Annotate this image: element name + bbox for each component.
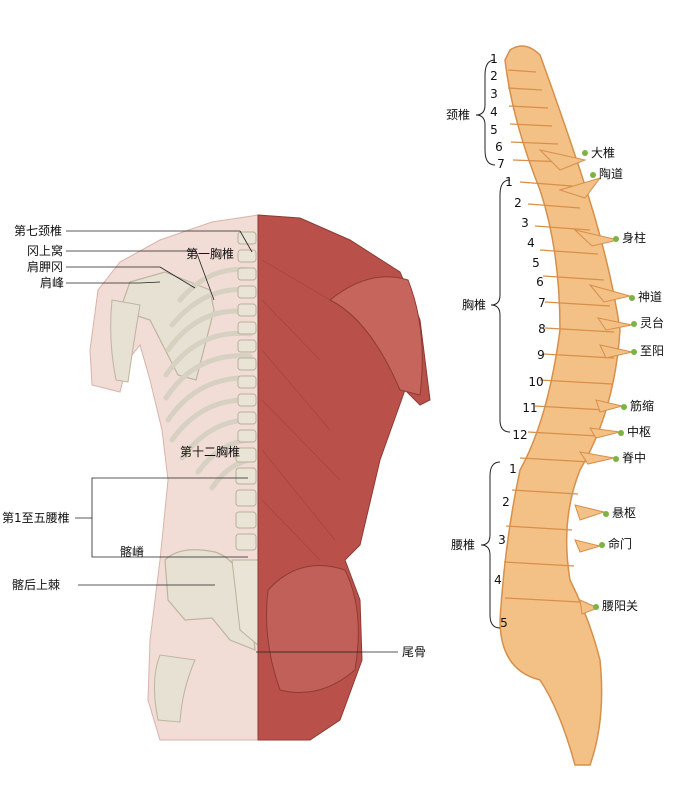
thoracic-number: 7 [538, 296, 546, 310]
acupoint-dazhui: 大椎 [591, 146, 616, 160]
label-coccyx: 尾骨 [402, 645, 427, 659]
acupoint-dot [599, 542, 605, 548]
label-iliac-crest: 髂嵴 [120, 545, 145, 559]
acupoint-dot [590, 172, 596, 178]
acupoint-shenzhu: 身柱 [622, 231, 647, 245]
brace-brackets [475, 59, 511, 629]
humerus [110, 299, 141, 383]
thoracic-number: 4 [527, 236, 535, 250]
thoracic-number: 5 [532, 256, 540, 270]
thoracic-number: 11 [522, 401, 538, 415]
vertebra-separators [503, 69, 615, 603]
spinous-processes [538, 149, 633, 615]
pelvis [164, 549, 256, 651]
acupoint-dot [582, 150, 588, 156]
label-supraspinous-fossa: 冈上窝 [27, 244, 64, 258]
label-scapular-spine: 肩胛冈 [27, 260, 64, 274]
acupoint-dot [613, 236, 619, 242]
label-t1: 第一胸椎 [186, 247, 235, 261]
leader-lines-left [66, 230, 398, 653]
lumbar-number: 5 [500, 616, 508, 630]
gluteus [266, 565, 359, 693]
acupoint-dot [631, 349, 637, 355]
acupoint-mingmen: 命门 [608, 537, 633, 551]
label-lumbar-1-5: 第1至五腰椎 [2, 511, 70, 525]
label-acromion: 肩峰 [40, 276, 65, 290]
deltoid [329, 276, 423, 396]
cervical-number: 4 [490, 105, 498, 119]
lumbar-number: 3 [498, 533, 506, 547]
thoracic-number: 3 [521, 216, 529, 230]
acupoint-zhiyang: 至阳 [640, 344, 665, 358]
acupoint-dot [629, 295, 635, 301]
acupoint-jinsuo: 筋缩 [630, 399, 655, 413]
lumbar-brace [480, 461, 501, 629]
thoracic-number: 10 [528, 375, 544, 389]
thoracic-number: 12 [512, 428, 528, 442]
acupoint-dot [603, 511, 609, 517]
acupoint-dot [621, 404, 627, 410]
cervical-number: 5 [490, 123, 498, 137]
cervical-number: 2 [490, 69, 498, 83]
label-t12: 第十二胸椎 [180, 445, 241, 459]
cervical-number: 3 [490, 87, 498, 101]
acupoint-zhongshu: 中枢 [627, 425, 652, 439]
thoracic-number: 9 [537, 348, 545, 362]
cervical-number: 6 [495, 140, 503, 154]
acupoint-yaoyangguan: 腰阳关 [602, 599, 639, 613]
thoracic-number: 2 [514, 196, 522, 210]
acupoint-xuanshu: 悬枢 [612, 506, 637, 520]
acupoint-dot [593, 604, 599, 610]
acupoint-dot [618, 430, 624, 436]
femur [153, 654, 196, 723]
muscle-fibers [261, 259, 341, 561]
acupoint-taodao: 陶道 [599, 167, 624, 181]
acupoint-dot [631, 321, 637, 327]
acupoint-dot [613, 456, 619, 462]
lumbar-number: 2 [502, 495, 510, 509]
group-label-cervical: 颈椎 [446, 108, 471, 122]
group-label-thoracic: 胸椎 [462, 298, 487, 312]
label-psis: 髂后上棘 [12, 578, 61, 592]
cervical-number: 7 [497, 157, 505, 171]
lumbar-number: 4 [494, 573, 502, 587]
lumbar-number: 1 [509, 462, 517, 476]
acupoint-lingtai: 灵台 [640, 316, 665, 330]
thoracic-number: 8 [538, 322, 546, 336]
lateral-spine [499, 45, 621, 766]
cervical-brace [475, 59, 496, 166]
group-label-lumbar: 腰椎 [451, 538, 476, 552]
thoracic-number: 6 [536, 275, 544, 289]
cervical-number: 1 [490, 52, 498, 66]
thoracic-number: 1 [505, 175, 513, 189]
thoracic-brace [490, 179, 511, 433]
acupoint-shendao: 神道 [638, 290, 663, 304]
label-c7: 第七颈椎 [14, 224, 63, 238]
acupoint-jizhong: 脊中 [622, 451, 647, 465]
